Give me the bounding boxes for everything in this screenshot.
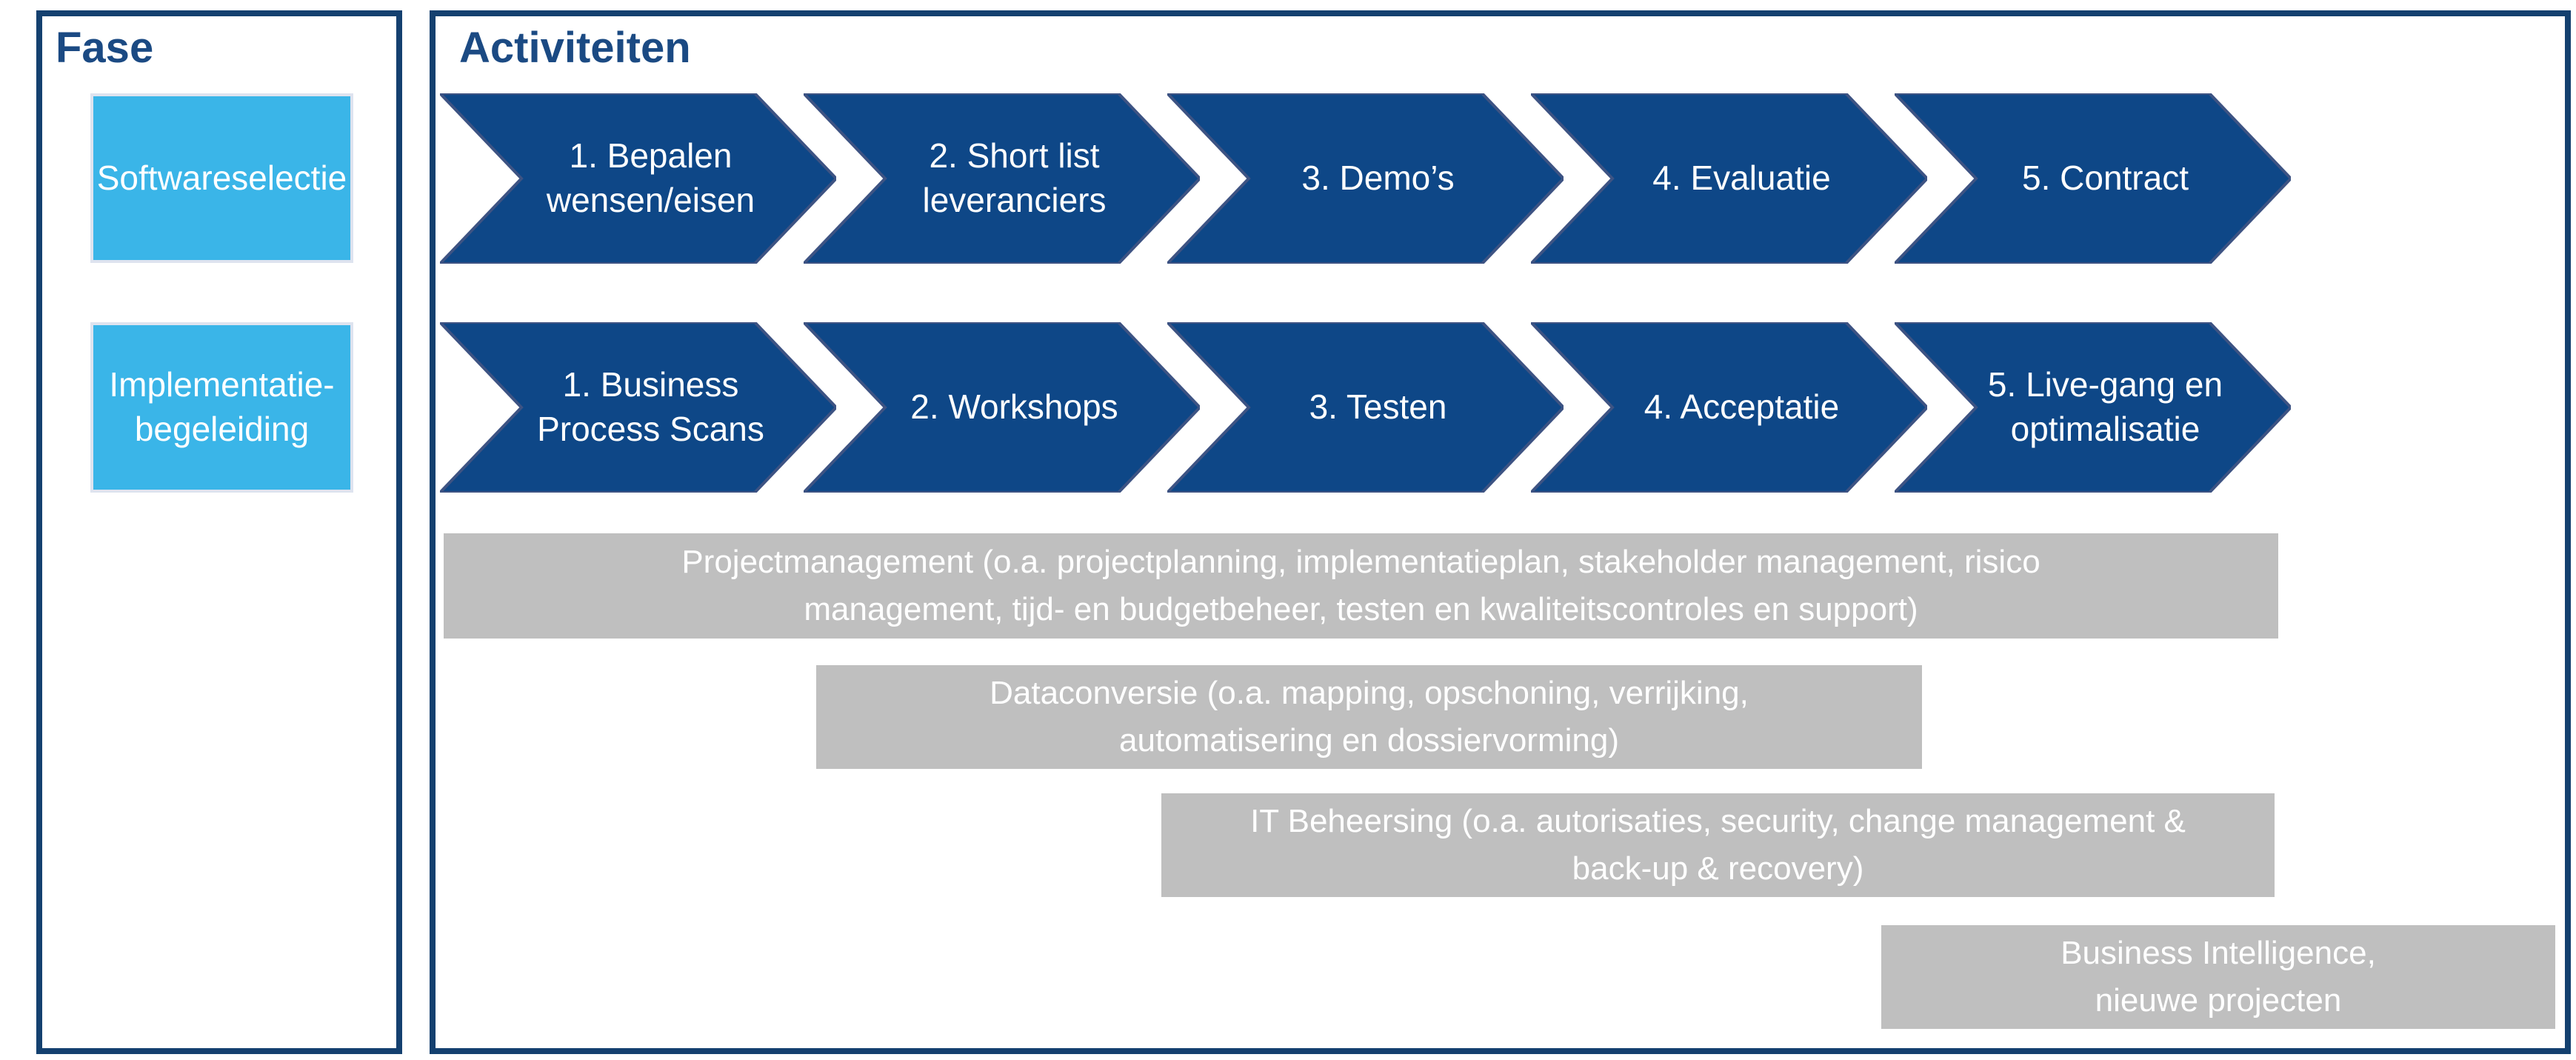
step-label: 3. Demo’s	[1301, 159, 1455, 198]
step-arrow-implementatie-2: 2. Workshops	[804, 322, 1200, 493]
fase-panel-frame	[36, 10, 402, 1054]
fase-title: Fase	[56, 24, 154, 72]
phase-box-implementatiebegeleiding: Implementatie- begeleiding	[90, 322, 353, 493]
step-arrow-selectie-1: 1. Bepalen wensen/eisen	[440, 93, 836, 264]
step-arrow-selectie-5: 5. Contract	[1895, 93, 2291, 264]
chevron-arrow-shape	[1895, 93, 2291, 264]
step-label: 2. Workshops	[910, 387, 1118, 427]
chevron-arrow-shape	[1531, 322, 1927, 493]
step-arrow-implementatie-1: 1. Business Process Scans	[440, 322, 836, 493]
step-label: 1. Business Process Scans	[537, 365, 764, 448]
step-arrow-selectie-3: 3. Demo’s	[1167, 93, 1564, 264]
chevron-arrow-shape	[440, 93, 836, 264]
bar-it-beheersing: IT Beheersing (o.a. autorisaties, securi…	[1161, 793, 2275, 897]
step-label: 3. Testen	[1309, 387, 1447, 427]
bar-projectmanagement: Projectmanagement (o.a. projectplanning,…	[444, 533, 2278, 639]
step-arrow-implementatie-4: 4. Acceptatie	[1531, 322, 1927, 493]
chevron-arrow-shape	[1895, 322, 2291, 493]
step-arrow-implementatie-3: 3. Testen	[1167, 322, 1564, 493]
step-label: 4. Acceptatie	[1644, 387, 1840, 427]
bar-dataconversie: Dataconversie (o.a. mapping, opschoning,…	[816, 665, 1922, 769]
step-label: 5. Contract	[2022, 159, 2189, 198]
chevron-arrow-shape	[804, 93, 1200, 264]
step-arrow-selectie-4: 4. Evaluatie	[1531, 93, 1927, 264]
chevron-arrow-shape	[1531, 93, 1927, 264]
activiteiten-panel-frame	[430, 10, 2571, 1054]
bar-business-intelligence: Business Intelligence, nieuwe projecten	[1881, 925, 2555, 1029]
step-label: 1. Bepalen wensen/eisen	[546, 136, 755, 219]
activiteiten-title: Activiteiten	[459, 24, 691, 72]
step-label: 4. Evaluatie	[1652, 159, 1831, 198]
step-arrow-implementatie-5: 5. Live-gang en optimalisatie	[1895, 322, 2291, 493]
chevron-arrow-shape	[1167, 93, 1564, 264]
step-label: 2. Short list leveranciers	[922, 136, 1107, 219]
phase-box-softwareselectie: Softwareselectie	[90, 93, 353, 263]
chevron-arrow-shape	[804, 322, 1200, 493]
chevron-arrow-shape	[440, 322, 836, 493]
step-arrow-selectie-2: 2. Short list leveranciers	[804, 93, 1200, 264]
chevron-arrow-shape	[1167, 322, 1564, 493]
step-label: 5. Live-gang en optimalisatie	[1987, 365, 2223, 448]
